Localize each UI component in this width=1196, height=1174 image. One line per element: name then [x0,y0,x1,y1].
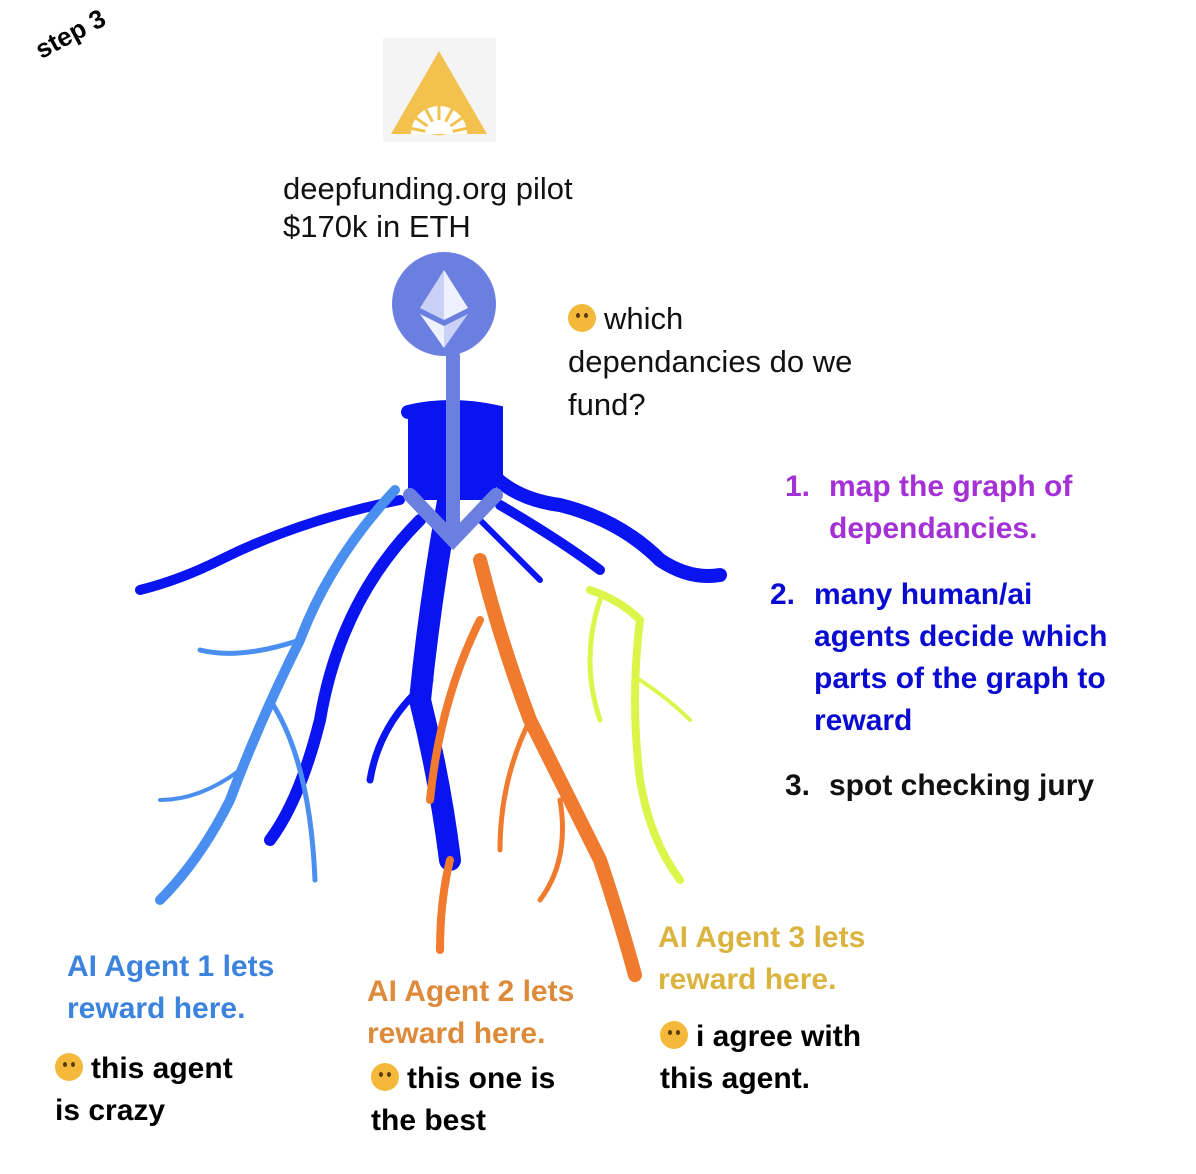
agent-label-line: AI Agent 1 lets [67,950,275,983]
step-3-jury: 3. spot checking jury [785,765,1094,807]
agent-3-label: AI Agent 3 lets reward here. [658,917,865,1001]
question-line: dependancies do we [568,344,853,379]
grinning-face-icon [371,1063,399,1091]
agent-label-line: AI Agent 2 lets [367,975,575,1008]
comment-line: this agent [91,1052,233,1085]
step-text: many human/ai [814,578,1033,611]
step-text: agents decide which [814,620,1108,653]
question-line: fund? [568,387,646,422]
agent-label-line: AI Agent 3 lets [658,921,866,954]
step-text: reward [814,704,913,737]
step-2-agents-decide: 2. many human/ai agents decide which part… [770,574,1107,742]
step-text: spot checking jury [829,769,1095,802]
agent-label-line: reward here. [658,963,837,996]
agent-3-comment: i agree with this agent. [660,1016,861,1100]
question-line: which [604,301,684,336]
comment-line: is crazy [55,1094,166,1127]
sun-triangle-icon [391,51,487,136]
thinking-face-icon [568,304,596,332]
comment-line: i agree with [696,1020,862,1053]
agent-label-line: reward here. [367,1017,546,1050]
step-number: 1. [785,470,811,503]
step-number: 3. [785,769,811,802]
ethereum-icon [392,252,496,356]
deepfunding-logo [383,38,496,142]
pilot-name: deepfunding.org pilot [283,171,573,206]
pilot-title: deepfunding.org pilot $170k in ETH [283,170,573,246]
funding-question: which dependancies do we fund? [568,297,928,426]
step-text: parts of the graph to [814,662,1106,695]
agent-1-label: AI Agent 1 lets reward here. [67,946,274,1030]
zany-face-icon [55,1053,83,1081]
step-number: 2. [770,578,796,611]
agent-label-line: reward here. [67,992,246,1025]
comment-line: this one is [407,1062,556,1095]
agent-2-comment: this one is the best [371,1058,555,1142]
agent-1-comment: this agent is crazy [55,1048,233,1132]
step-text: map the graph of [829,470,1073,503]
thinking-face-icon [660,1021,688,1049]
pilot-amount: $170k in ETH [283,209,471,244]
step-text: dependancies. [829,512,1038,545]
funding-flow-arrow [403,349,503,551]
comment-line: this agent. [660,1062,811,1095]
agent-2-label: AI Agent 2 lets reward here. [367,971,574,1055]
step-1-map-graph: 1. map the graph of dependancies. [785,466,1072,550]
comment-line: the best [371,1104,487,1137]
